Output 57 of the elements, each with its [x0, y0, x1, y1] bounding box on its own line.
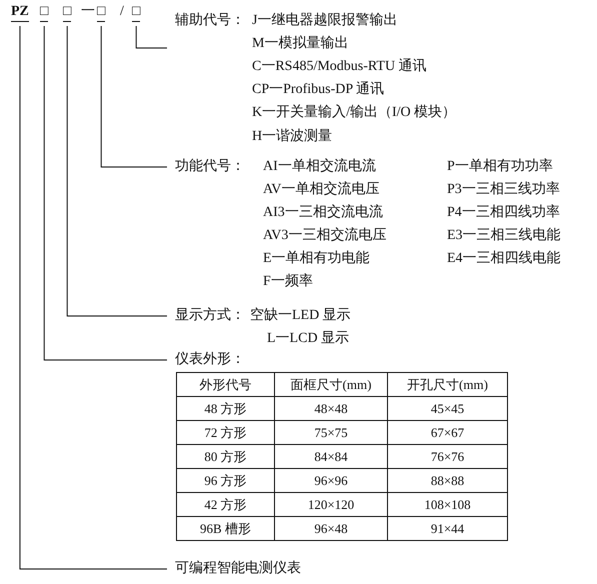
option-text: AV一单相交流电压	[263, 181, 380, 199]
option-text: J一继电器越限报警输出	[252, 12, 398, 30]
option-text: P一单相有功功率	[447, 158, 553, 176]
option-text: C一RS485/Modbus-RTU 通讯	[252, 58, 427, 76]
table-cell: 96B 槽形	[176, 516, 274, 540]
table-cell: 88×88	[388, 468, 508, 492]
field-heading: 功能代号：	[175, 158, 245, 176]
option-text: AV3一三相交流电压	[263, 227, 386, 245]
leader-line	[19, 26, 168, 570]
table-cell: 108×108	[388, 492, 508, 516]
table-cell: 76×76	[388, 444, 508, 468]
field-heading: 显示方式：	[175, 307, 245, 325]
option-text: P3一三相三线功率	[447, 181, 560, 199]
table-cell: 75×75	[274, 420, 388, 444]
field-heading: 仪表外形：	[175, 351, 245, 369]
option-text: 空缺一LED 显示	[250, 307, 351, 325]
field-heading: 可编程智能电测仪表	[175, 560, 301, 578]
table-cell: 96×96	[274, 468, 388, 492]
option-text: E3一三相三线电能	[447, 227, 561, 245]
header-cell: 面框尺寸(mm)	[274, 372, 388, 396]
code-segment: □	[40, 3, 48, 22]
code-segment: □	[97, 3, 106, 22]
table-cell: 84×84	[274, 444, 388, 468]
code-segment: □	[132, 3, 140, 22]
option-text: L一LCD 显示	[267, 330, 350, 348]
leader-line	[100, 26, 168, 168]
table-cell: 45×45	[388, 396, 508, 420]
separator-mark: 一	[81, 3, 95, 21]
leader-line	[66, 26, 168, 316]
header-cell: 开孔尺寸(mm)	[388, 372, 508, 396]
table-cell: 42 方形	[176, 492, 274, 516]
table-cell: 48 方形	[176, 396, 274, 420]
option-text: E一单相有功电能	[263, 250, 370, 268]
code-segment: □	[63, 3, 72, 22]
option-text: K一开关量输入/输出（I/O 模块）	[252, 104, 456, 122]
table-cell: 96 方形	[176, 468, 274, 492]
table-cell: 120×120	[274, 492, 388, 516]
option-text: AI一单相交流电流	[263, 158, 376, 176]
option-text: CP一Profibus-DP 通讯	[252, 81, 384, 99]
field-heading: 辅助代号：	[175, 12, 245, 30]
table-cell: 91×44	[388, 516, 508, 540]
option-text: H一谐波测量	[252, 128, 332, 146]
option-text: M一模拟量输出	[252, 35, 348, 53]
table-cell: 96×48	[274, 516, 388, 540]
table-cell: 72 方形	[176, 420, 274, 444]
table-cell: 80 方形	[176, 444, 274, 468]
separator-mark: /	[120, 3, 124, 21]
leader-line	[136, 26, 168, 48]
code-segment: PZ	[11, 3, 29, 22]
option-text: AI3一三相交流电流	[263, 204, 383, 222]
option-text: F一频率	[263, 273, 313, 291]
header-cell: 外形代号	[176, 372, 274, 396]
table-cell: 48×48	[274, 396, 388, 420]
table-cell: 67×67	[388, 420, 508, 444]
leader-line	[44, 26, 168, 360]
option-text: P4一三相四线功率	[447, 204, 560, 222]
option-text: E4一三相四线电能	[447, 250, 561, 268]
